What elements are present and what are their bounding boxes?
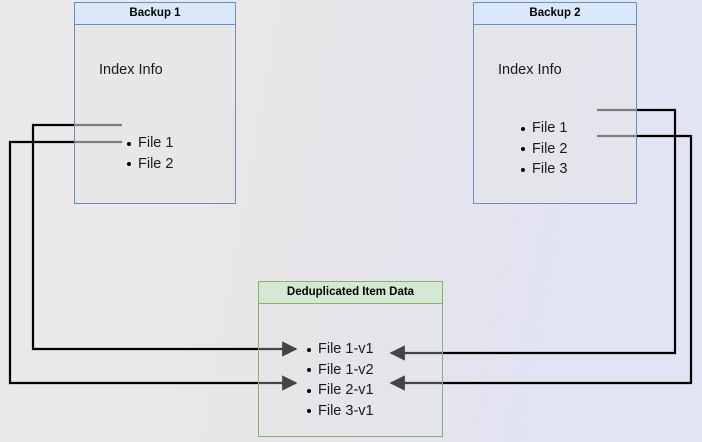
list-item[interactable]: File 1-v2 [305,360,374,381]
node-backup-1-body: Index Info File 1 File 2 [75,25,235,203]
backup-2-file-list: File 1 File 2 File 3 [519,118,567,180]
list-item[interactable]: File 1 [519,118,567,139]
backup-1-index-info-label: Index Info [99,62,163,78]
node-deduplicated-item-data[interactable]: Deduplicated Item Data File 1-v1 File 1-… [258,281,443,437]
node-backup-2-title: Backup 2 [474,3,636,25]
list-item[interactable]: File 2 [519,139,567,160]
list-item[interactable]: File 3 [519,159,567,180]
backup-1-file-list: File 1 File 2 [125,133,173,174]
node-backup-1-title: Backup 1 [75,3,235,25]
list-item[interactable]: File 1-v1 [305,339,374,360]
node-deduplicated-item-data-body: File 1-v1 File 1-v2 File 2-v1 File 3-v1 [259,304,442,436]
list-item[interactable]: File 3-v1 [305,401,374,422]
backup-2-index-info-label: Index Info [498,62,562,78]
dedup-file-list: File 1-v1 File 1-v2 File 2-v1 File 3-v1 [305,339,374,421]
node-deduplicated-item-data-title: Deduplicated Item Data [259,282,442,304]
list-item[interactable]: File 1 [125,133,173,154]
list-item[interactable]: File 2-v1 [305,380,374,401]
list-item[interactable]: File 2 [125,154,173,175]
node-backup-1[interactable]: Backup 1 Index Info File 1 File 2 [74,2,236,204]
node-backup-2[interactable]: Backup 2 Index Info File 1 File 2 File 3 [473,2,637,204]
node-backup-2-body: Index Info File 1 File 2 File 3 [474,25,636,203]
